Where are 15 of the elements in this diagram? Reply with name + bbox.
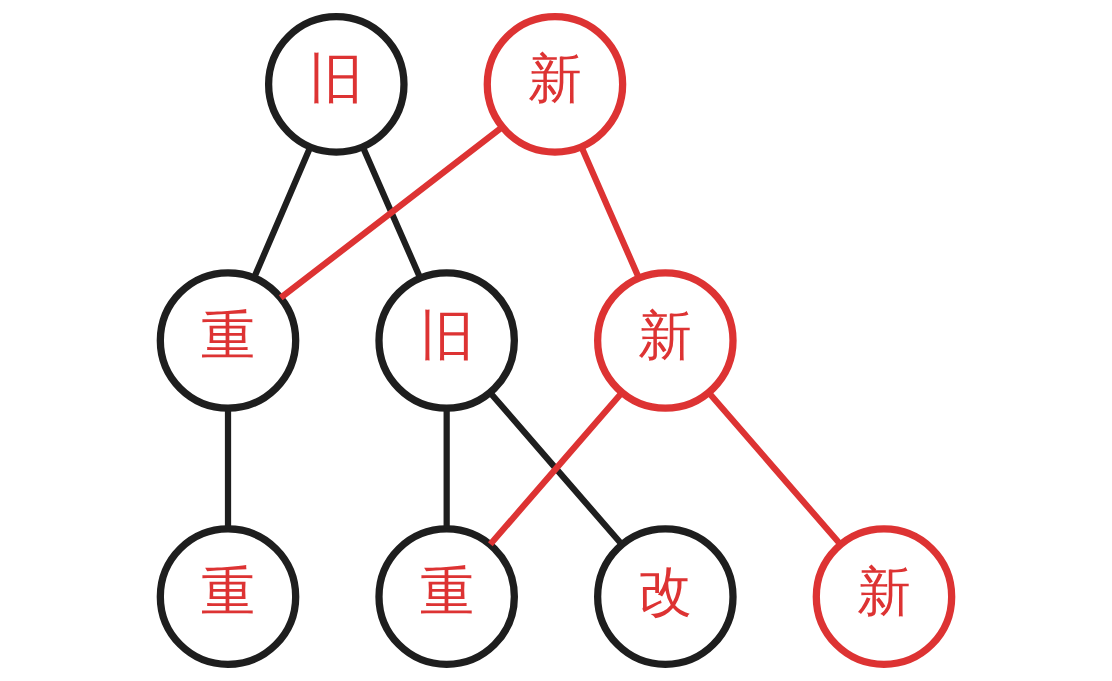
node-circle: 改 <box>594 525 737 668</box>
node-circle: 重 <box>156 525 300 668</box>
node-circle: 新 <box>483 13 627 156</box>
node-circle: 旧 <box>264 13 408 156</box>
connector <box>224 408 232 529</box>
connector <box>443 408 450 529</box>
connector <box>578 145 642 279</box>
node-circle: 新 <box>812 525 956 668</box>
node-circle: 新 <box>594 269 737 412</box>
node-circle: 重 <box>375 525 518 668</box>
connector <box>278 125 504 301</box>
node-circle: 旧 <box>375 269 518 412</box>
connector <box>706 390 843 547</box>
connector <box>359 145 423 279</box>
node-circle: 重 <box>156 269 300 412</box>
